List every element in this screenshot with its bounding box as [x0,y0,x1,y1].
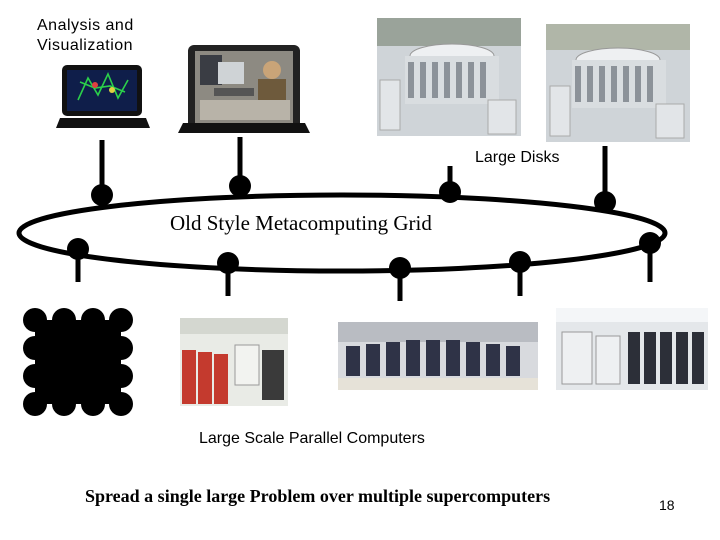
disk-room-image-1 [377,18,521,136]
analysis-label-line1: Analysis and [37,17,134,34]
grid-nodes [67,175,661,279]
machine-room-image-1 [180,318,288,406]
analysis-visualization-label: Analysis and Visualization [37,16,134,56]
page-number: 18 [659,497,675,513]
parallel-computers-label: Large Scale Parallel Computers [199,430,425,447]
slide-caption: Spread a single large Problem over multi… [85,486,551,506]
grid-ring [16,192,668,274]
node-cluster-grid [23,308,133,416]
workstation-user-image [178,45,310,133]
machine-room-image-3 [556,308,708,390]
molecule-icon [77,72,129,101]
large-disks-label: Large Disks [475,149,560,166]
laptop-visualization-image [56,65,150,128]
machine-room-image-2 [338,322,538,390]
analysis-label-line2: Visualization [37,37,134,54]
disk-room-image-2 [546,24,690,142]
grid-title: Old Style Metacomputing Grid [170,211,432,235]
